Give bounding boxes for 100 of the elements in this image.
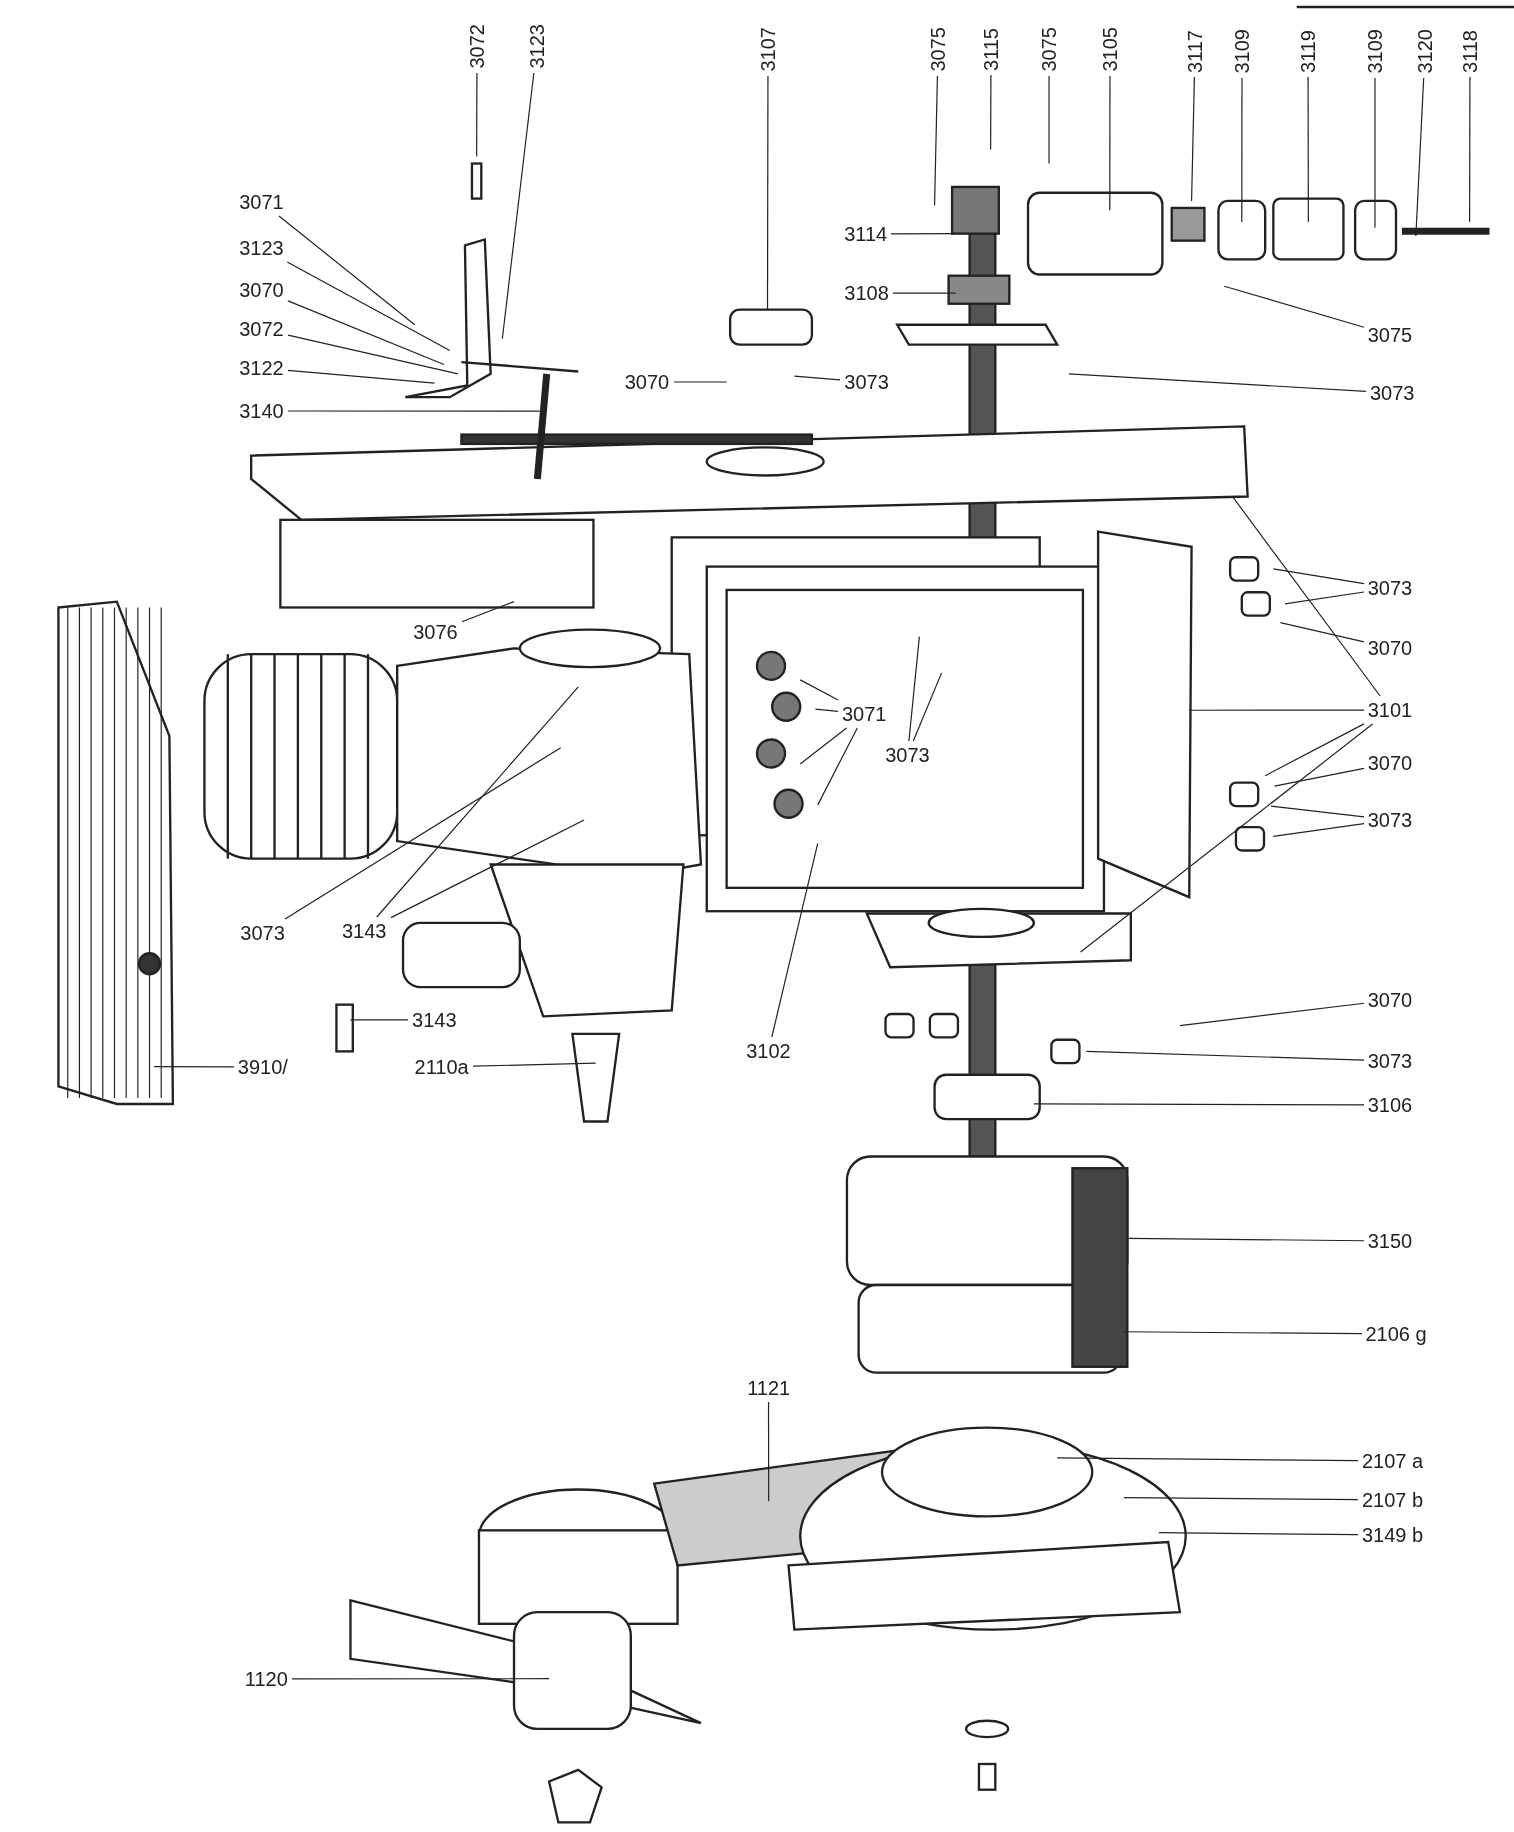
callout-number: 3107 <box>757 26 778 72</box>
callout-number: 3105 <box>1099 26 1120 72</box>
callout-number: 3108 <box>844 283 889 304</box>
leader-line <box>1127 1237 1365 1242</box>
leader-line <box>1080 723 1374 953</box>
leader-line <box>287 369 436 384</box>
leader-line <box>1272 823 1365 838</box>
callout-number: 3075 <box>928 26 949 72</box>
leader-line <box>1223 285 1365 328</box>
callout-number: 3102 <box>746 1041 791 1062</box>
callout-number: 3076 <box>413 622 458 642</box>
leader-line <box>908 636 920 742</box>
leader-line <box>286 261 451 352</box>
leader-line <box>767 1401 770 1502</box>
leader-line <box>291 1678 550 1680</box>
leader-line <box>814 708 839 712</box>
leader-line <box>673 381 728 383</box>
callout-number: 3143 <box>412 1009 457 1030</box>
callout-number: 3075 <box>1039 26 1060 72</box>
callout-number: 3070 <box>624 372 670 392</box>
leader-line <box>1270 805 1365 818</box>
leader-line <box>153 1066 235 1068</box>
leader-line <box>1085 1050 1365 1061</box>
callout-number: 3143 <box>341 921 387 942</box>
leader-line <box>799 727 848 765</box>
callout-number: 3072 <box>239 319 284 340</box>
leader-line <box>476 72 478 158</box>
callout-number: 3073 <box>240 923 285 944</box>
leader-line <box>472 1062 597 1067</box>
leader-line <box>1056 1457 1359 1462</box>
callout-number: 3071 <box>239 192 284 213</box>
leader-line <box>990 74 992 151</box>
leader-line <box>1158 1532 1359 1536</box>
callout-number: 3070 <box>239 279 284 300</box>
callout-number: 3070 <box>1367 752 1413 773</box>
leader-line <box>799 679 839 701</box>
callout-number: 3118 <box>1459 29 1480 73</box>
leader-line <box>1272 568 1365 585</box>
leader-line <box>933 75 938 207</box>
callout-number: 3071 <box>841 703 887 724</box>
leader-line <box>892 292 957 294</box>
callout-number: 3075 <box>1367 325 1413 346</box>
callout-number: 3073 <box>1367 1050 1413 1071</box>
callout-number: 3149 b <box>1362 1525 1424 1545</box>
callout-number: 3109 <box>1231 28 1252 74</box>
leader-line <box>284 747 562 920</box>
callout-number: 3073 <box>885 744 930 765</box>
callout-number: 3910/ <box>237 1056 288 1077</box>
leader-line <box>766 75 769 311</box>
leader-line <box>1374 77 1376 229</box>
callout-number: 3119 <box>1298 29 1319 73</box>
callout-number: 3123 <box>239 237 284 258</box>
leader-line <box>1231 495 1381 697</box>
leader-line <box>912 672 943 742</box>
leader-line <box>1190 76 1195 202</box>
callout-number: 3073 <box>1370 382 1415 403</box>
callout-number: 2107 a <box>1362 1451 1424 1472</box>
callout-number: 2110a <box>414 1056 469 1077</box>
callout-number: 1121 <box>747 1377 791 1398</box>
leader-line <box>390 819 585 919</box>
leader-line <box>376 686 579 918</box>
leader-line <box>817 727 858 806</box>
leader-line <box>1284 591 1365 605</box>
leader-line <box>501 72 535 340</box>
callout-number: 3117 <box>1185 29 1206 73</box>
callout-number: 3073 <box>1367 577 1413 598</box>
leader-line <box>1109 75 1111 211</box>
callout-number: 3072 <box>466 24 487 69</box>
leader-line <box>890 233 957 235</box>
callout-number: 3150 <box>1367 1230 1413 1251</box>
callout-number: 3115 <box>980 27 1001 71</box>
callout-number: 3070 <box>1367 638 1413 659</box>
leader-line <box>1179 1002 1365 1027</box>
leader-line <box>1279 622 1365 643</box>
leader-line <box>1123 1331 1363 1335</box>
callout-number: 3120 <box>1415 28 1436 74</box>
leader-line <box>1123 1497 1359 1501</box>
leader-line <box>278 215 416 326</box>
leader-line <box>1068 373 1367 393</box>
callout-number: 3101 <box>1367 700 1413 721</box>
leader-line <box>1048 75 1050 165</box>
leader-line <box>1188 709 1365 711</box>
callout-number: 2106 g <box>1365 1324 1427 1345</box>
callout-number: 1120 <box>244 1668 288 1689</box>
leader-line <box>1241 77 1243 223</box>
callout-number: 3073 <box>1367 810 1413 831</box>
callout-number: 3122 <box>239 358 284 378</box>
leader-line <box>287 300 445 366</box>
leader-line <box>287 410 541 412</box>
callout-number: 2107 b <box>1362 1489 1424 1510</box>
leader-line <box>1033 1103 1365 1106</box>
leader-line <box>1469 76 1471 223</box>
leader-line <box>287 334 459 375</box>
leader-line <box>793 375 841 381</box>
leader-line <box>1415 77 1425 237</box>
leader-line <box>1307 76 1309 223</box>
callout-number: 3073 <box>844 372 889 392</box>
leader-line <box>461 601 515 623</box>
callout-number: 3140 <box>239 401 284 422</box>
callout-number: 3123 <box>527 24 548 69</box>
